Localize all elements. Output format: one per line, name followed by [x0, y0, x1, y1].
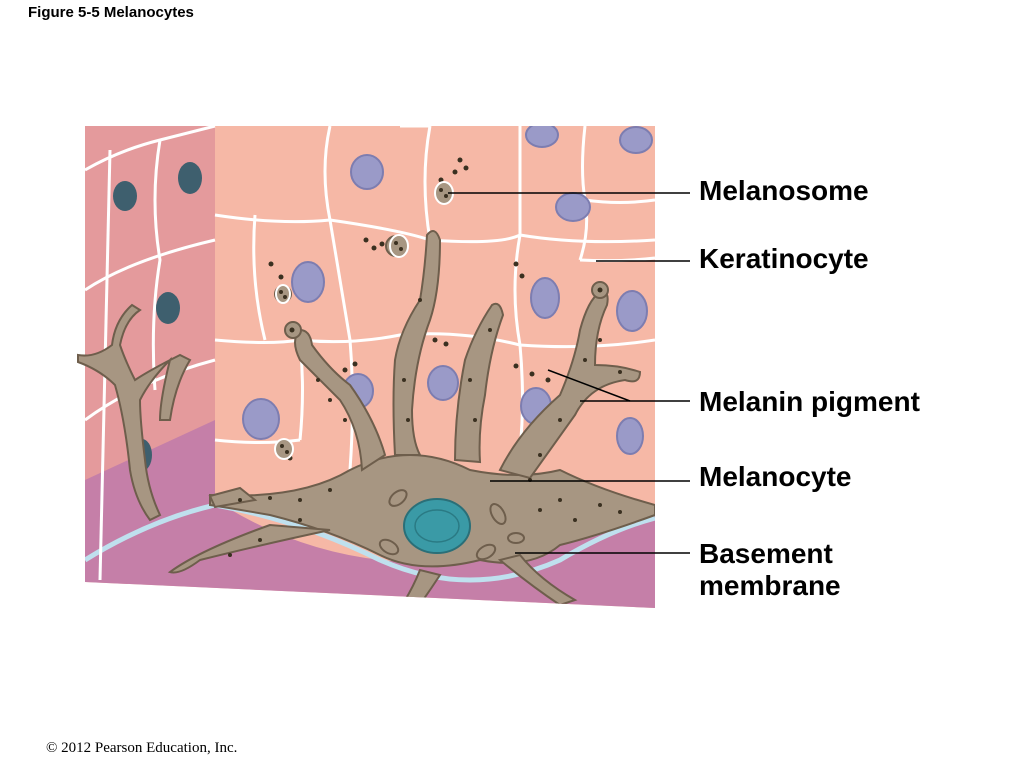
label-melanin-pigment: Melanin pigment	[699, 386, 920, 417]
keratinocyte-nuclei	[242, 126, 653, 455]
melanocyte-nucleus	[403, 498, 471, 554]
label-basement-membrane: Basement membrane	[699, 538, 841, 602]
label-basement-line2: membrane	[699, 570, 841, 601]
label-melanosome: Melanosome	[699, 175, 869, 206]
left-dendrite	[77, 303, 192, 522]
melanocyte-cell	[167, 230, 655, 608]
label-keratinocyte: Keratinocyte	[699, 243, 869, 274]
label-melanocyte: Melanocyte	[699, 461, 852, 492]
leader-lines	[448, 192, 690, 554]
copyright-notice: © 2012 Pearson Education, Inc.	[46, 740, 238, 756]
figure-title: Figure 5-5 Melanocytes	[28, 4, 194, 21]
label-basement-line1: Basement	[699, 538, 833, 569]
